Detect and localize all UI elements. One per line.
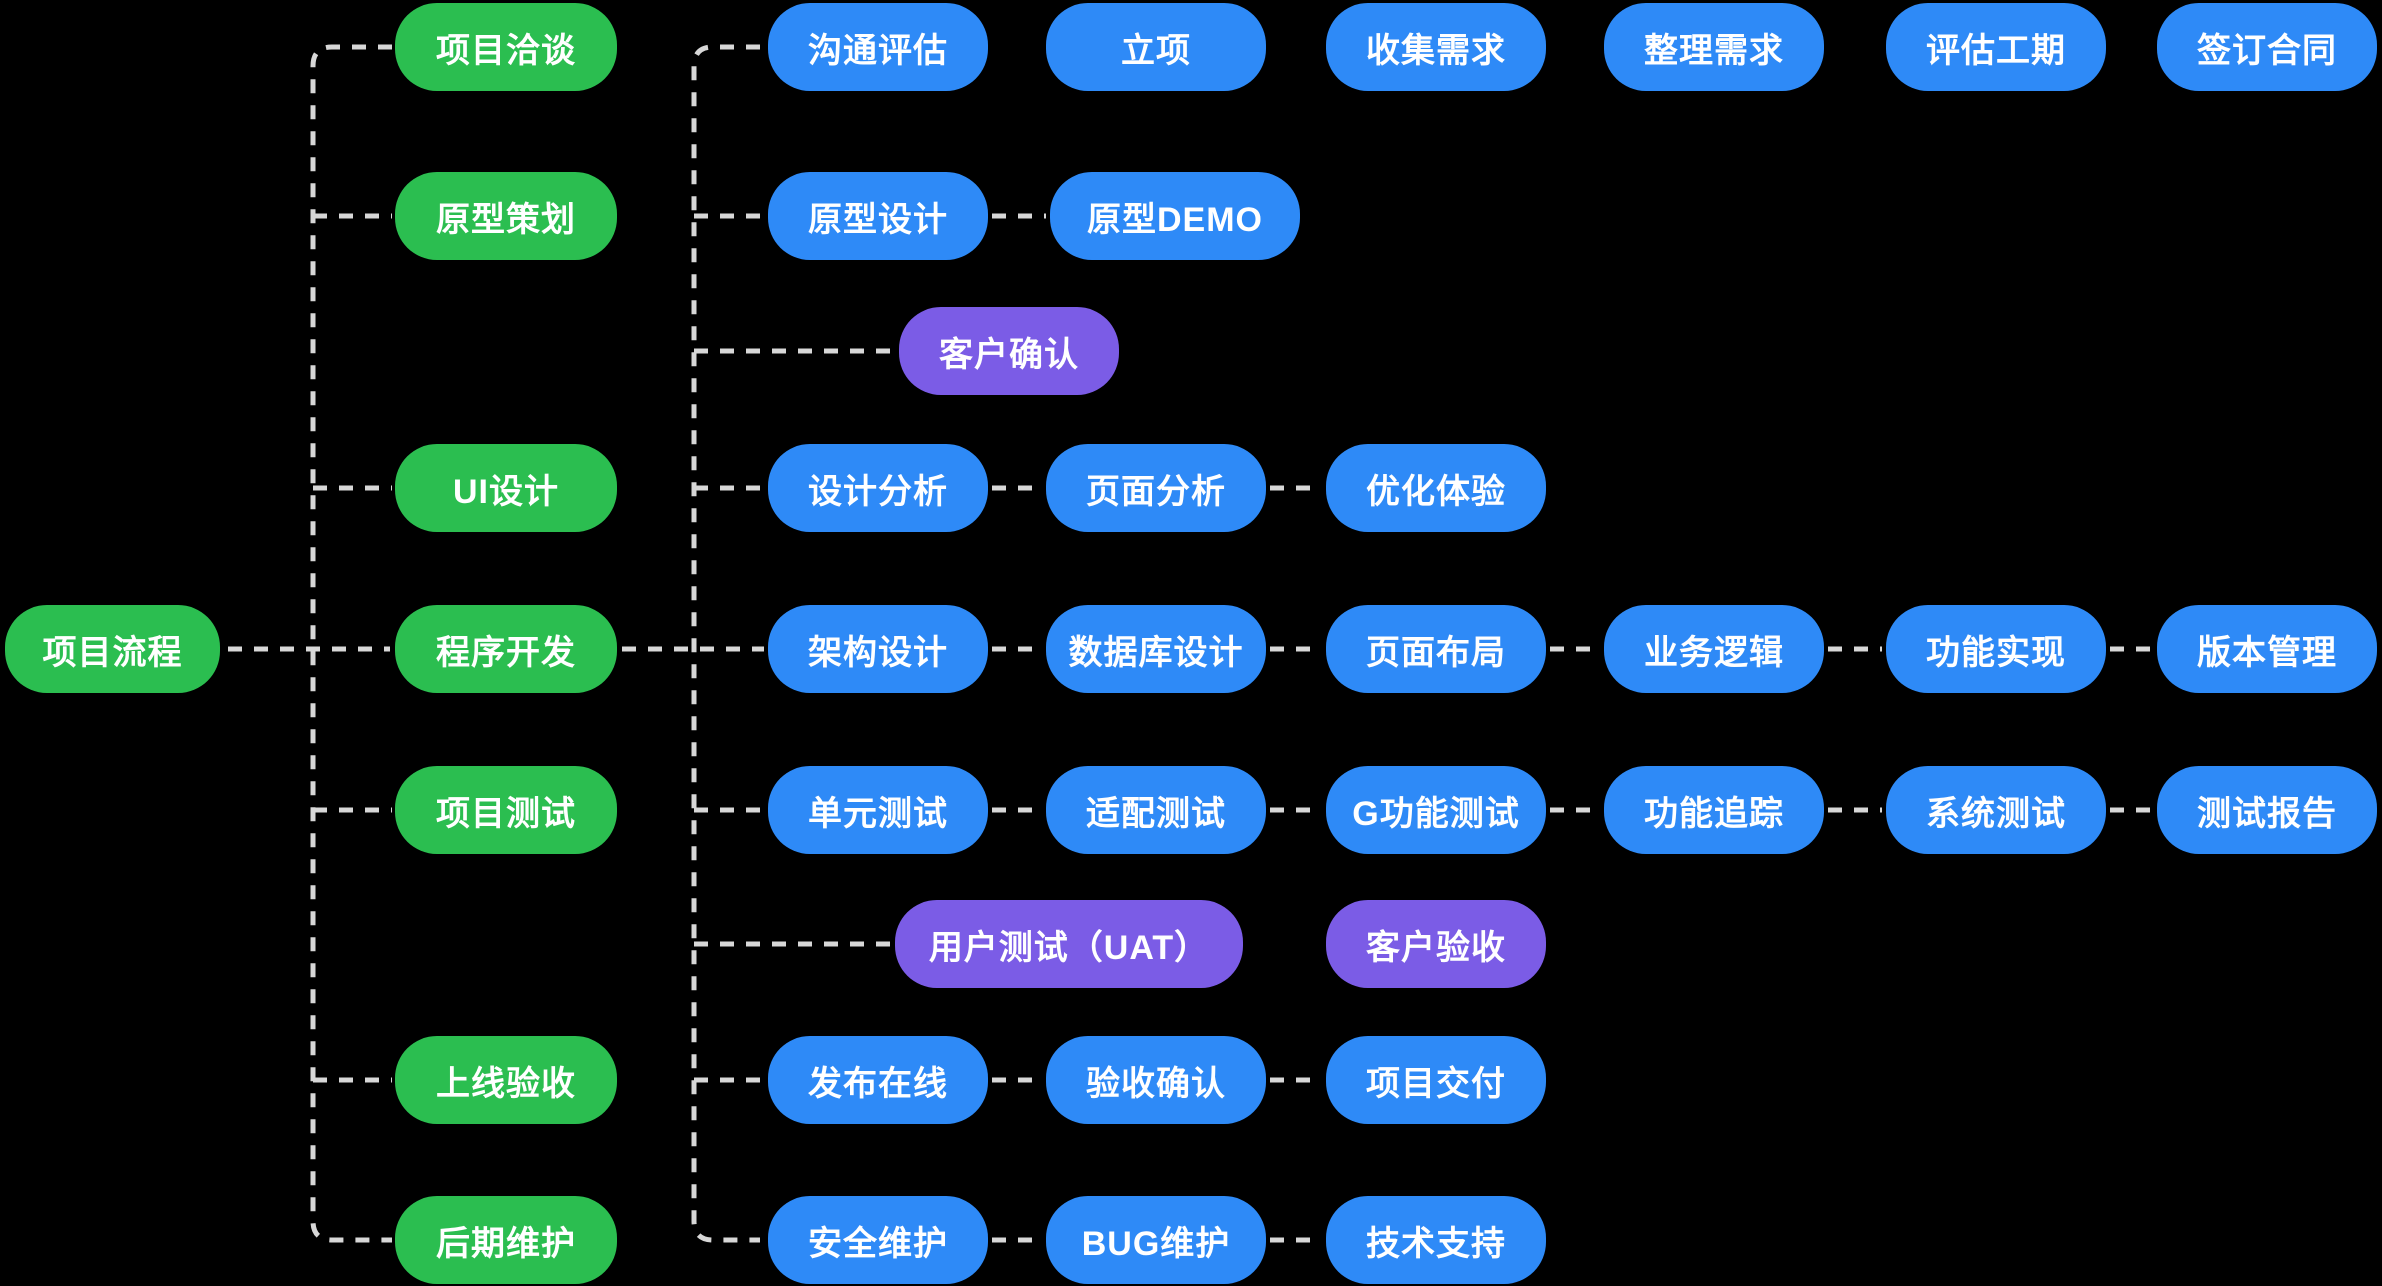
- child-node[interactable]: 功能追踪: [1604, 766, 1824, 854]
- child-node[interactable]: BUG维护: [1046, 1196, 1266, 1284]
- child-node[interactable]: 设计分析: [768, 444, 988, 532]
- child-node[interactable]: 用户测试（UAT）: [895, 900, 1243, 988]
- child-node[interactable]: 沟通评估: [768, 3, 988, 91]
- child-node[interactable]: 收集需求: [1326, 3, 1546, 91]
- child-node[interactable]: 客户确认: [899, 307, 1119, 395]
- child-node[interactable]: 整理需求: [1604, 3, 1824, 91]
- child-node[interactable]: 版本管理: [2157, 605, 2377, 693]
- branch-node[interactable]: 项目测试: [395, 766, 617, 854]
- child-node[interactable]: 技术支持: [1326, 1196, 1546, 1284]
- branch-node[interactable]: 后期维护: [395, 1196, 617, 1284]
- branch-node[interactable]: 原型策划: [395, 172, 617, 260]
- child-node[interactable]: 评估工期: [1886, 3, 2106, 91]
- child-node[interactable]: 架构设计: [768, 605, 988, 693]
- child-node[interactable]: 立项: [1046, 3, 1266, 91]
- child-node[interactable]: G功能测试: [1326, 766, 1546, 854]
- child-node[interactable]: 客户验收: [1326, 900, 1546, 988]
- child-node[interactable]: 签订合同: [2157, 3, 2377, 91]
- child-node[interactable]: 业务逻辑: [1604, 605, 1824, 693]
- child-node[interactable]: 单元测试: [768, 766, 988, 854]
- branch-node[interactable]: 项目洽谈: [395, 3, 617, 91]
- child-node[interactable]: 原型DEMO: [1050, 172, 1300, 260]
- child-node[interactable]: 页面分析: [1046, 444, 1266, 532]
- child-node[interactable]: 发布在线: [768, 1036, 988, 1124]
- child-node[interactable]: 项目交付: [1326, 1036, 1546, 1124]
- branch-node[interactable]: 上线验收: [395, 1036, 617, 1124]
- root-node[interactable]: 项目流程: [5, 605, 220, 693]
- child-node[interactable]: 适配测试: [1046, 766, 1266, 854]
- child-node[interactable]: 系统测试: [1886, 766, 2106, 854]
- child-node[interactable]: 安全维护: [768, 1196, 988, 1284]
- child-node[interactable]: 原型设计: [768, 172, 988, 260]
- branch-node[interactable]: UI设计: [395, 444, 617, 532]
- child-node[interactable]: 验收确认: [1046, 1036, 1266, 1124]
- child-node[interactable]: 功能实现: [1886, 605, 2106, 693]
- branch-node[interactable]: 程序开发: [395, 605, 617, 693]
- child-node[interactable]: 页面布局: [1326, 605, 1546, 693]
- child-node[interactable]: 优化体验: [1326, 444, 1546, 532]
- child-node[interactable]: 数据库设计: [1046, 605, 1266, 693]
- child-node[interactable]: 测试报告: [2157, 766, 2377, 854]
